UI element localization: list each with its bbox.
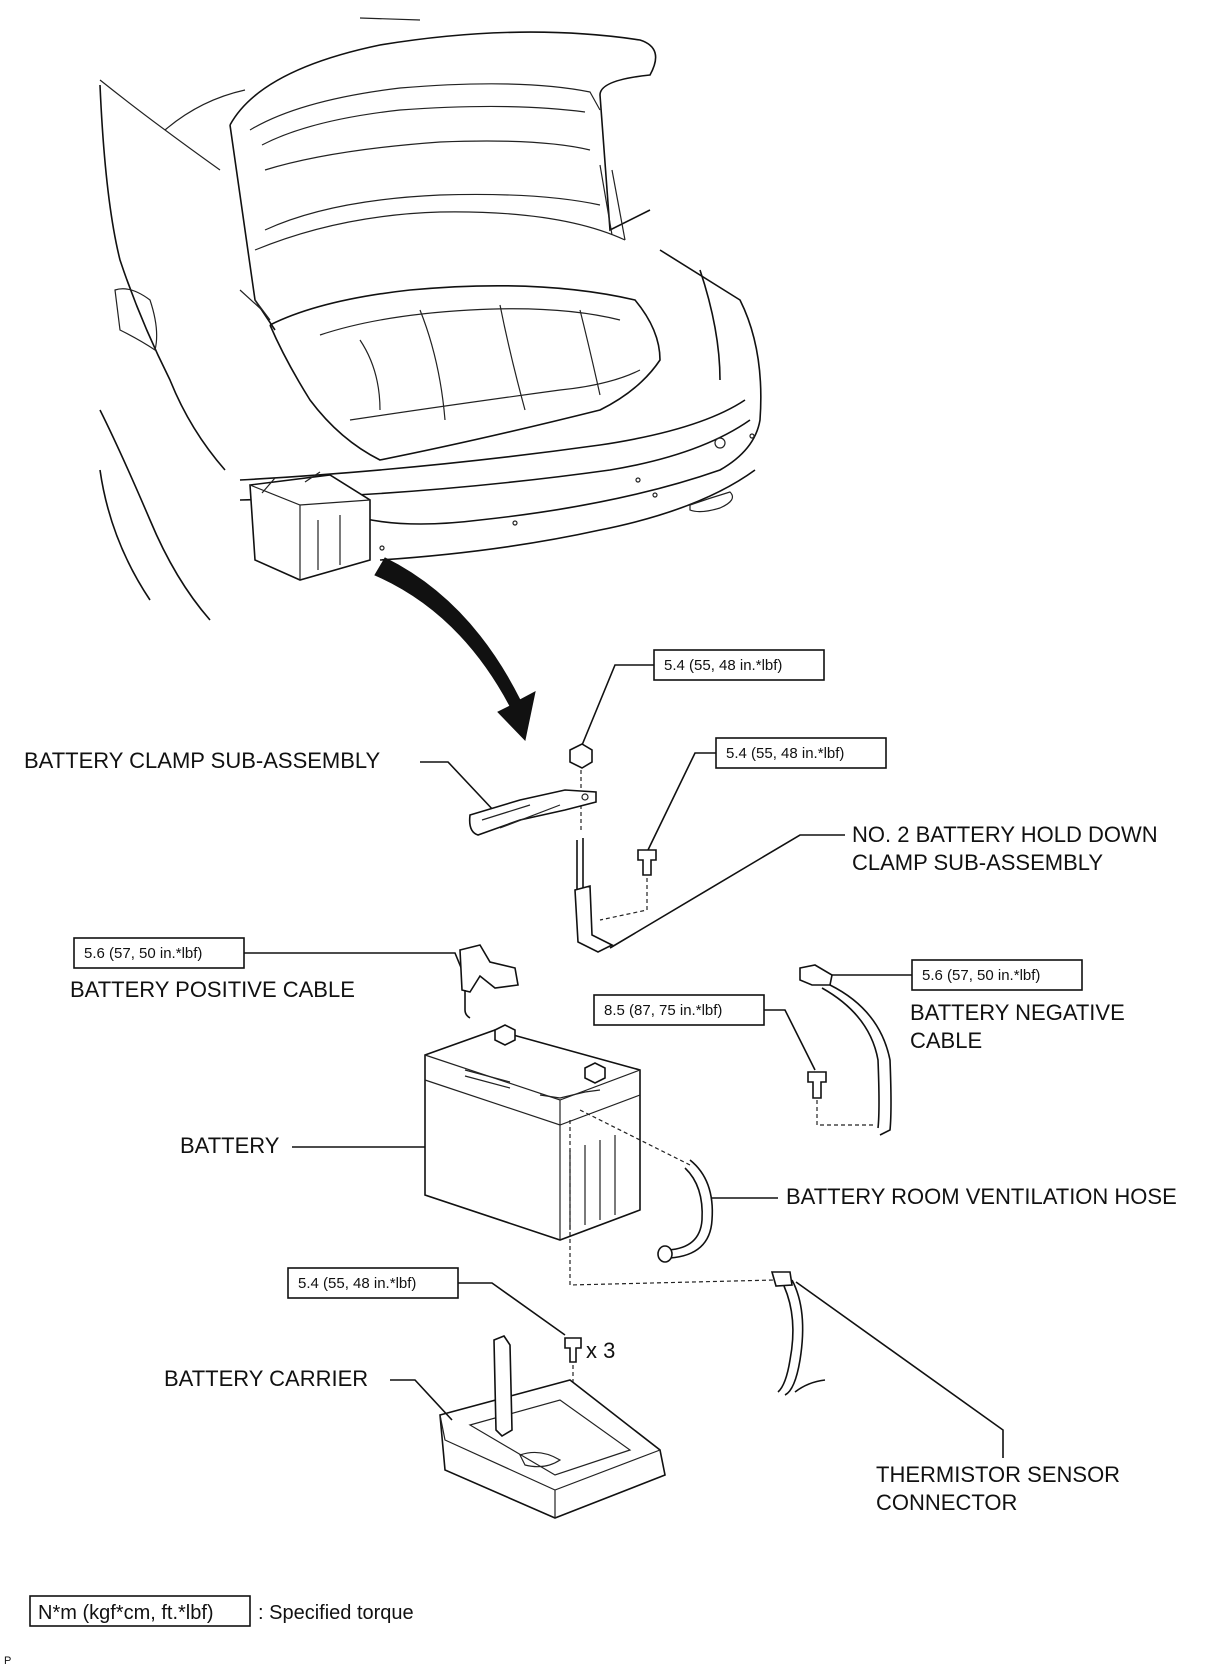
torque-carrier-bolt-text: 5.4 (55, 48 in.*lbf) xyxy=(298,1275,416,1292)
legend-text: : Specified torque xyxy=(258,1602,414,1624)
thermistor-connector-part xyxy=(770,1271,826,1396)
negative-bolt xyxy=(807,1071,827,1099)
holddown-clamp-label-2: CLAMP SUB-ASSEMBLY xyxy=(852,850,1103,875)
battery-carrier-label: BATTERY CARRIER xyxy=(164,1366,368,1391)
torque-carrier-bolt: 5.4 (55, 48 in.*lbf) xyxy=(287,1267,566,1336)
torque-negative-bolt: 8.5 (87, 75 in.*lbf) xyxy=(593,994,816,1071)
torque-negative: 5.6 (57, 50 in.*lbf) xyxy=(830,959,1083,991)
negative-cable-label-2: CABLE xyxy=(910,1028,982,1053)
torque-clamp-nut: 5.4 (55, 48 in.*lbf) xyxy=(579,649,825,751)
carrier-bolt xyxy=(564,1337,582,1363)
torque-clamp-nut-text: 5.4 (55, 48 in.*lbf) xyxy=(664,657,782,674)
holddown-bolt xyxy=(637,849,657,876)
torque-legend: N*m (kgf*cm, ft.*lbf) : Specified torque xyxy=(29,1595,414,1627)
battery-clamp-part xyxy=(468,789,597,836)
thermistor-label-2: CONNECTOR xyxy=(876,1490,1017,1515)
carrier-bolt-qty: x 3 xyxy=(586,1338,615,1363)
ventilation-hose-label: BATTERY ROOM VENTILATION HOSE xyxy=(786,1184,1177,1209)
positive-cable-label: BATTERY POSITIVE CABLE xyxy=(70,977,355,1002)
legend-unit: N*m (kgf*cm, ft.*lbf) xyxy=(38,1602,214,1624)
thermistor-label-1: THERMISTOR SENSOR xyxy=(876,1462,1120,1487)
torque-positive: 5.6 (57, 50 in.*lbf) xyxy=(73,937,463,971)
negative-cable-label-1: BATTERY NEGATIVE xyxy=(910,1000,1125,1025)
battery-part xyxy=(424,1024,641,1241)
torque-holddown-bolt-text: 5.4 (55, 48 in.*lbf) xyxy=(726,745,844,762)
car-rear-illustration xyxy=(99,17,762,621)
corner-mark: P xyxy=(4,1655,11,1667)
clamp-nut xyxy=(569,743,593,769)
battery-label: BATTERY xyxy=(180,1133,280,1158)
positive-cable-part xyxy=(459,944,519,1019)
holddown-clamp-part xyxy=(574,838,614,953)
direction-arrow xyxy=(374,557,536,742)
torque-negative-bolt-text: 8.5 (87, 75 in.*lbf) xyxy=(604,1002,722,1019)
torque-negative-text: 5.6 (57, 50 in.*lbf) xyxy=(922,967,1040,984)
negative-cable-part xyxy=(799,964,892,1136)
torque-holddown-bolt: 5.4 (55, 48 in.*lbf) xyxy=(647,737,887,851)
battery-carrier-part xyxy=(439,1335,666,1519)
holddown-clamp-label-1: NO. 2 BATTERY HOLD DOWN xyxy=(852,822,1158,847)
torque-positive-text: 5.6 (57, 50 in.*lbf) xyxy=(84,945,202,962)
battery-clamp-label: BATTERY CLAMP SUB-ASSEMBLY xyxy=(24,748,381,773)
ventilation-hose-part xyxy=(657,1159,714,1263)
